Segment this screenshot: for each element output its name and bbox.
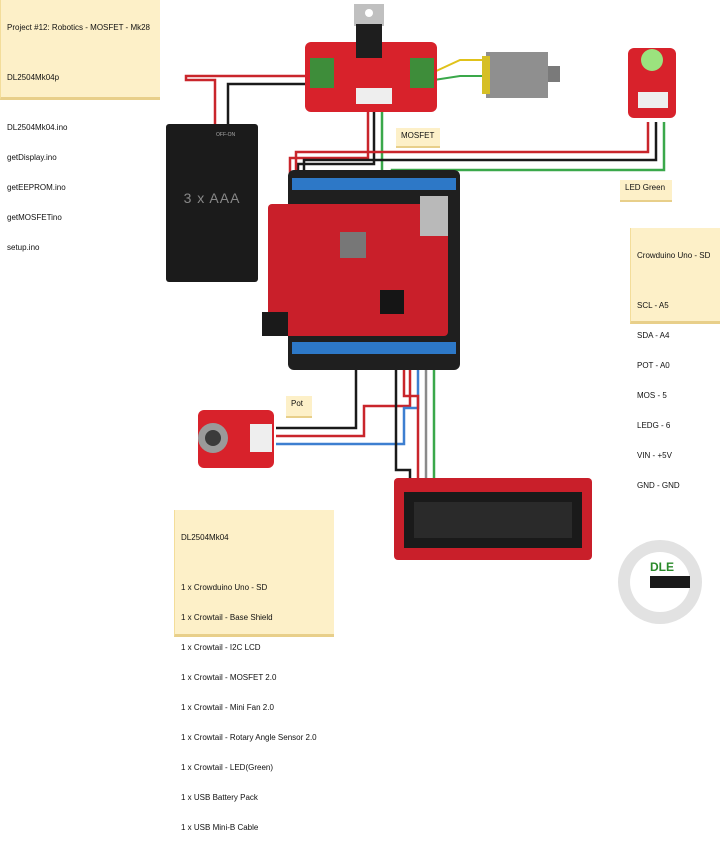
file-mosfet: getMOSFETino xyxy=(7,213,62,222)
main-board xyxy=(262,170,460,370)
part-item: 1 x Crowtail - MOSFET 2.0 xyxy=(181,673,277,682)
conn-vin: VIN - +5V xyxy=(637,451,672,460)
battery-switch: OFF-ON xyxy=(216,132,236,138)
battery-pack: OFF-ON 3 x AAA xyxy=(166,124,258,282)
pot-label: Pot xyxy=(286,396,312,418)
motor xyxy=(482,52,560,98)
parts-title: DL2504Mk04 xyxy=(181,533,229,542)
part-item: 1 x USB Battery Pack xyxy=(181,793,258,802)
conn-sda: SDA - A4 xyxy=(637,331,670,340)
part-item: 1 x Crowtail - Base Shield xyxy=(181,613,273,622)
conn-scl: SCL - A5 xyxy=(637,301,669,310)
wire-pot-blue xyxy=(276,360,420,446)
file-display: getDisplay.ino xyxy=(7,153,57,162)
project-title: Project #12: Robotics - MOSFET - Mk28 xyxy=(7,23,151,32)
battery-label: 3 x AAA xyxy=(183,190,241,206)
wire-pot-red xyxy=(276,360,412,438)
wire-mosfet-red xyxy=(288,112,370,180)
logo-gear xyxy=(618,540,702,624)
pot-module xyxy=(198,410,274,468)
part-item: 1 x Crowtail - Mini Fan 2.0 xyxy=(181,703,274,712)
wires xyxy=(184,59,666,484)
file-setup: setup.ino xyxy=(7,243,40,252)
wire-mosfet-black xyxy=(296,112,376,180)
wire-battery-red xyxy=(184,74,305,124)
part-item: 1 x USB Mini-B Cable xyxy=(181,823,259,832)
wiring-diagram xyxy=(184,4,702,624)
conn-pot: POT - A0 xyxy=(637,361,670,370)
wire-motor-yellow xyxy=(433,59,488,73)
wire-battery-black xyxy=(226,82,305,124)
part-item: 1 x Crowduino Uno - SD xyxy=(181,583,268,592)
wire-lcd-red xyxy=(402,360,420,484)
project-code: DL2504Mk04p xyxy=(7,73,60,82)
wire-pot-black xyxy=(276,360,358,430)
file-main: DL2504Mk04.ino xyxy=(7,123,68,132)
mosfet-label: MOSFET xyxy=(396,128,440,148)
part-item: 1 x Crowtail - I2C LCD xyxy=(181,643,261,652)
part-item: 1 x Crowtail - Rotary Angle Sensor 2.0 xyxy=(181,733,317,742)
file-eeprom: getEEPROM.ino xyxy=(7,183,66,192)
conn-ledg: LEDG - 6 xyxy=(637,421,671,430)
wire-led-red xyxy=(294,122,650,180)
lcd-display xyxy=(394,478,592,560)
led-module xyxy=(628,48,676,118)
conn-gnd: GND - GND xyxy=(637,481,680,490)
logo-text: DLE xyxy=(650,560,674,574)
conn-mos: MOS - 5 xyxy=(637,391,667,400)
wire-motor-green xyxy=(433,75,488,81)
connections-note: Crowduino Uno - SD SCL - A5 SDA - A4 POT… xyxy=(630,228,720,490)
mosfet-module xyxy=(305,4,437,112)
led-green-label: LED Green xyxy=(620,180,672,202)
part-item: 1 x Crowtail - LED(Green) xyxy=(181,763,274,772)
project-note: Project #12: Robotics - MOSFET - Mk28 DL… xyxy=(0,0,160,252)
conn-title: Crowduino Uno - SD xyxy=(637,251,711,260)
wire-lcd-black xyxy=(394,360,412,484)
